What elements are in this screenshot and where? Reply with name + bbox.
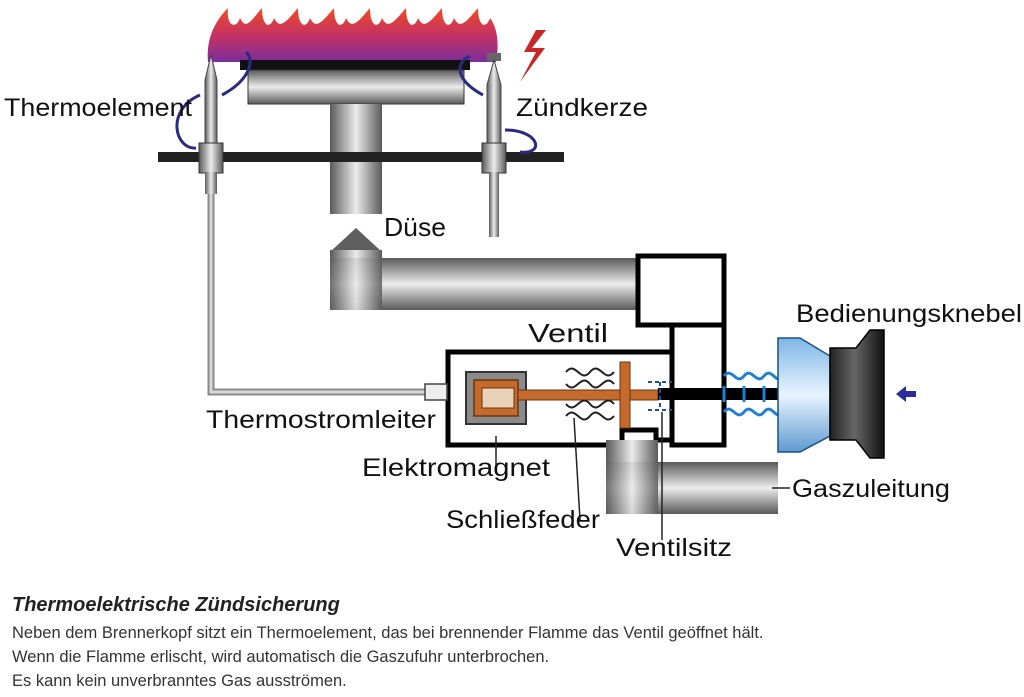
caption-line-2: Wenn die Flamme erlischt, wird automatis… <box>12 648 550 666</box>
push-arrow-icon <box>896 386 916 402</box>
spark-icon <box>520 30 546 82</box>
label-thermostromleiter: Thermostromleiter <box>206 406 436 434</box>
closing-spring <box>565 367 615 421</box>
leader-lines <box>495 412 790 540</box>
gas-pipe-to-nozzle <box>330 228 642 310</box>
flame-icon <box>207 8 498 62</box>
valve-stem <box>517 361 712 429</box>
electromagnet <box>424 371 527 425</box>
spark-plug <box>458 53 538 237</box>
label-gaszuleitung: Gaszuleitung <box>792 475 950 503</box>
label-thermoelement: Thermoelement <box>4 94 192 122</box>
label-ventilsitz: Ventilsitz <box>616 534 732 562</box>
gas-supply-pipe <box>606 440 778 514</box>
burner-head <box>240 60 470 214</box>
knob-spring <box>722 371 784 417</box>
valve-seat-dashed <box>648 381 672 411</box>
thermoelectric-ignition-diagram: Thermoelement Zündkerze Düse Ventil Bedi… <box>4 8 1022 562</box>
caption-line-3: Es kann kein unverbranntes Gas ausströme… <box>12 672 347 690</box>
thermocouple <box>175 50 252 194</box>
label-elektromagnet: Elektromagnet <box>362 454 550 482</box>
label-schliessfeder: Schließfeder <box>446 506 600 534</box>
caption-line-1: Neben dem Brennerkopf sitzt ein Thermoel… <box>12 624 764 642</box>
label-ventil: Ventil <box>528 318 608 348</box>
caption-title: Thermoelektrische Zündsicherung <box>12 594 340 616</box>
label-zuendkerze: Zündkerze <box>516 94 648 122</box>
label-bedienungsknebel: Bedienungsknebel <box>796 300 1022 328</box>
label-duese: Düse <box>384 212 446 242</box>
mounting-bar <box>158 152 564 162</box>
caption: Thermoelektrische Zündsicherung Neben de… <box>12 594 1012 693</box>
operating-knob <box>777 329 885 459</box>
